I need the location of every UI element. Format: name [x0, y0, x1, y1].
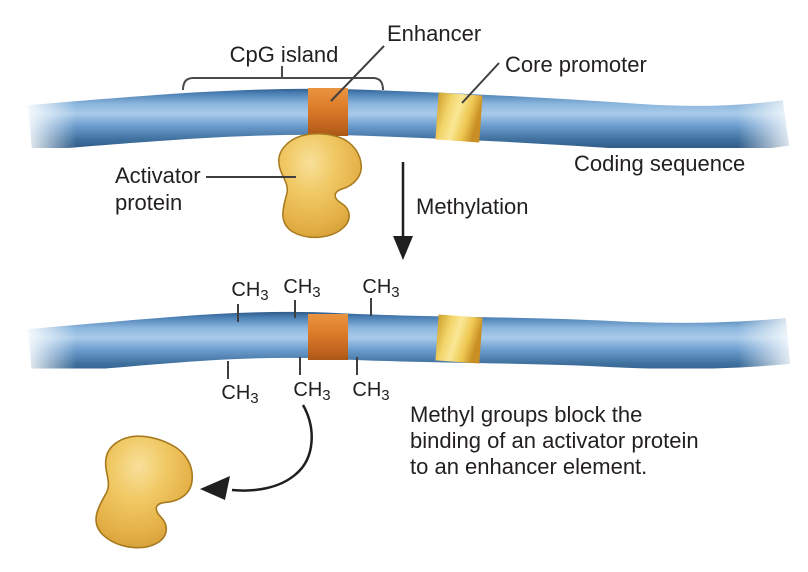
coding-sequence-label: Coding sequence	[574, 151, 745, 176]
blocked-binding-arrow	[200, 404, 313, 500]
methyl-label-bottom-2: CH3	[293, 379, 330, 404]
enhancer-segment-bottom	[308, 314, 348, 360]
activator-protein-released	[85, 427, 201, 559]
dna-strand-bottom	[28, 311, 791, 375]
caption-line-3: to an enhancer element.	[410, 454, 647, 479]
activator-protein-label-line2: protein	[115, 190, 182, 215]
dna-tube-bottom	[28, 311, 791, 375]
core-promoter-label: Core promoter	[505, 52, 647, 77]
enhancer-segment-top	[308, 88, 348, 136]
methyl-ticks-bottom	[227, 357, 358, 379]
caption-line-1: Methyl groups block the	[410, 402, 642, 427]
methyl-ticks-top	[237, 298, 372, 322]
activator-protein-label-line1: Activator	[115, 163, 201, 188]
methyl-label-top-1: CH3	[231, 279, 268, 304]
methylation-label: Methylation	[416, 194, 529, 219]
core-promoter-segment-bottom	[435, 314, 483, 364]
methyl-label-bottom-1: CH3	[221, 382, 258, 407]
activator-protein-bound	[278, 133, 363, 239]
cpg-island-bracket	[182, 66, 384, 91]
methyl-label-top-2: CH3	[283, 276, 320, 301]
core-promoter-segment-top	[435, 92, 483, 143]
methyl-label-bottom-3: CH3	[352, 379, 389, 404]
caption: Methyl groups block the binding of an ac…	[410, 402, 699, 479]
methyl-label-top-3: CH3	[362, 276, 399, 301]
dna-strand-top	[28, 88, 790, 152]
enhancer-label: Enhancer	[387, 21, 481, 46]
core-promoter-leader-line	[461, 62, 500, 104]
enhancer-leader-line	[330, 45, 385, 102]
methylation-arrow	[393, 162, 413, 260]
cpg-island-label: CpG island	[230, 42, 339, 67]
dna-tube-top	[28, 88, 790, 152]
caption-line-2: binding of an activator protein	[410, 428, 699, 453]
